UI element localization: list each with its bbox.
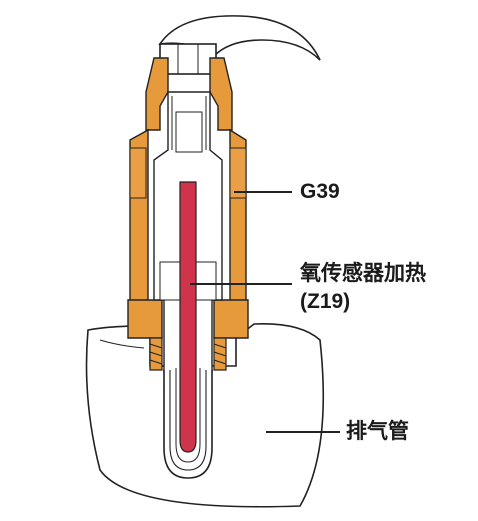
- heater-label-code: (Z19): [300, 290, 351, 313]
- sensor-thread: [149, 337, 227, 371]
- heater-label-name: 氧传感器加热: [300, 262, 426, 285]
- sensor-label-g39: G39: [300, 180, 340, 203]
- sensor-upper-housing: [145, 57, 169, 131]
- exhaust-pipe-label: 排气管: [346, 420, 409, 443]
- heater-element: [179, 181, 197, 453]
- sensor-hex-nut: [127, 299, 163, 339]
